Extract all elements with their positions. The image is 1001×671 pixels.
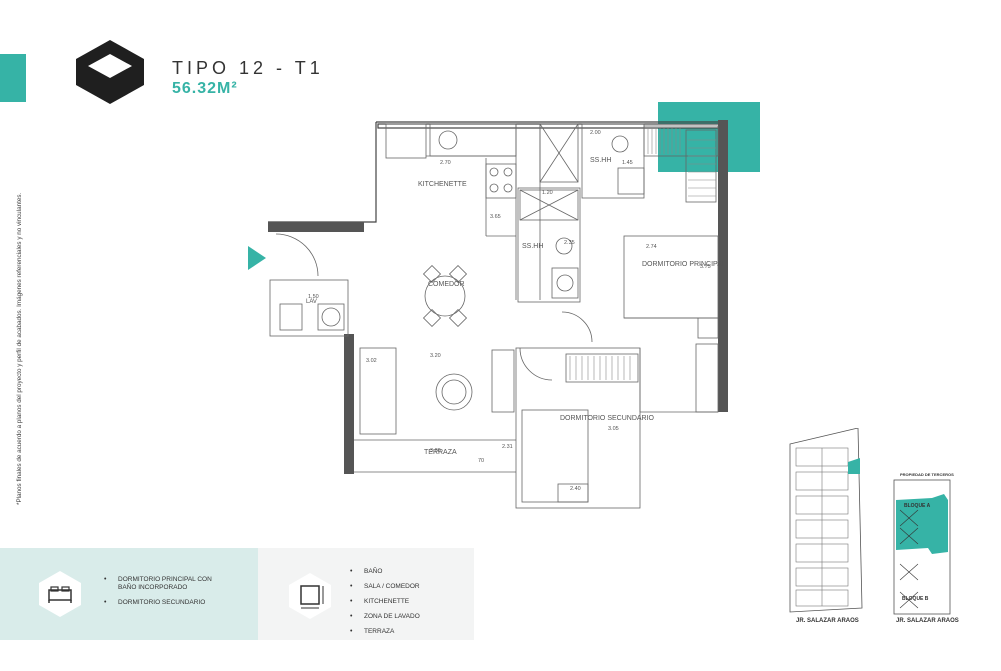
accent-tab [0,54,26,102]
dim-235: 2.35 [564,240,575,246]
page-title: TIPO 12 - T1 [172,58,324,78]
label-dormitorio-secundario: DORMITORIO SECUNDARIO [560,415,655,422]
feature-item: BAÑO [350,568,460,576]
dim-120: 1.20 [542,190,553,196]
label-dormitorio-principal: DORMITORIO PRINCIPAL [642,261,726,268]
dim-365: 3.65 [490,214,501,220]
dim-320: 3.20 [430,353,441,359]
wall-left [344,334,354,474]
features-list-right: BAÑO SALA / COMEDOR KITCHENETTE ZONA DE … [350,568,460,643]
cube-logo-icon [76,40,144,104]
location-map-building [789,428,863,613]
dim-240: 2.40 [570,486,581,492]
dim-231: 2.31 [502,444,513,450]
features-panel-areas: BAÑO SALA / COMEDOR KITCHENETTE ZONA DE … [258,548,474,640]
area-icon [289,573,331,619]
location-map-blocks [893,479,951,615]
entry-arrow-icon [248,246,266,270]
bloque-a-label: BLOQUE A [904,503,931,509]
street-label-right: JR. SALAZAR ARAOS [896,618,959,624]
dim-274: 2.74 [646,244,657,250]
feature-item: TERRAZA [350,628,460,636]
label-kitchenette: KITCHENETTE [418,181,467,188]
dim-302: 3.02 [366,358,377,364]
label-lav: LAV [306,299,317,305]
dim-145: 1.45 [622,160,633,166]
unit-area: 56.32M² [172,80,238,97]
plan-accent-block [658,102,760,172]
bloque-b-label: BLOQUE B [902,596,929,602]
label-bath-2: SS.HH [522,243,543,250]
label-comedor: COMEDOR [428,281,465,288]
feature-item: DORMITORIO SECUNDARIO [104,599,216,607]
dim-380: 3.80 [430,448,441,454]
features-list-left: DORMITORIO PRINCIPAL CON BAÑO INCORPORAD… [104,576,216,614]
label-terraza: TERRAZA [424,449,457,456]
feature-item: KITCHENETTE [350,598,460,606]
location-top-label: PROPIEDAD DE TERCEROS [900,472,954,477]
wall-top-left [268,222,364,232]
street-label-left: JR. SALAZAR ARAOS [796,618,859,624]
label-bath-1: SS.HH [590,157,611,164]
dim-305: 3.05 [608,426,619,432]
bed-icon [39,571,81,617]
wall-right [718,120,728,412]
dim-70: 70 [478,458,484,464]
floor-plan: KITCHENETTE SS.HH SS.HH DORMITORIO PRINC… [248,102,760,509]
dim-270: 2.70 [440,160,451,166]
feature-item: ZONA DE LAVADO [350,613,460,621]
dim-375: 3.75 [700,264,711,270]
feature-item: SALA / COMEDOR [350,583,460,591]
feature-item: DORMITORIO PRINCIPAL CON BAÑO INCORPORAD… [104,576,216,592]
disclaimer-text: *Planos finales de acuerdo a planos del … [16,192,23,505]
dim-200: 2.00 [590,130,601,136]
features-panel-bedrooms: DORMITORIO PRINCIPAL CON BAÑO INCORPORAD… [0,548,258,640]
dim-150: 1.50 [308,294,319,300]
